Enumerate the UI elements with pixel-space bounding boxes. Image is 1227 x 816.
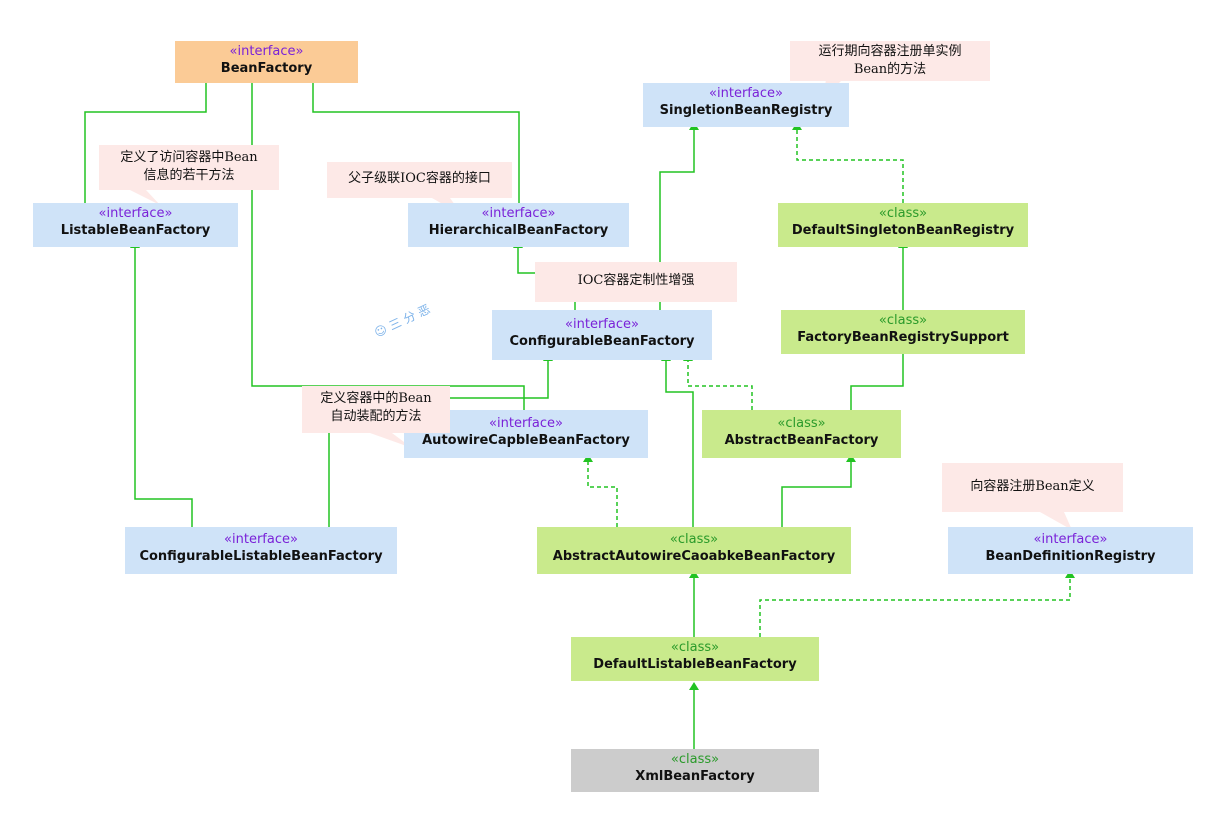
- node-name: DefaultSingletonBeanRegistry: [791, 223, 1015, 238]
- note-line: 信息的若干方法: [143, 168, 235, 183]
- note-line: 自动装配的方法: [330, 409, 422, 424]
- node-name: DefaultListableBeanFactory: [593, 657, 797, 672]
- edge-hierarchical-to-beanfactory: [308, 75, 520, 203]
- note-tail-registry: [1040, 512, 1072, 530]
- node-name: BeanDefinitionRegistry: [985, 549, 1156, 564]
- xml-bean-factory-node: «class» XmlBeanFactory: [571, 749, 819, 792]
- default-singleton-bean-registry-node: «class» DefaultSingletonBeanRegistry: [778, 203, 1028, 247]
- node-name: ConfigurableBeanFactory: [509, 334, 695, 349]
- autowire-capable-bean-factory-node: «interface» AutowireCapbleBeanFactory: [404, 410, 648, 458]
- stereotype-label: «class»: [670, 640, 720, 655]
- edge-defaultsingleton-to-singleton: [792, 122, 904, 203]
- singleton-bean-registry-node: «interface» SingletionBeanRegistry: [643, 83, 849, 127]
- stereotype-label: «interface»: [481, 206, 556, 221]
- stereotype-label: «class»: [878, 313, 928, 328]
- configurable-listable-bean-factory-node: «interface» ConfigurableListableBeanFact…: [125, 527, 397, 574]
- factory-bean-registry-support-node: «class» FactoryBeanRegistrySupport: [781, 310, 1025, 354]
- beanfactory-node: «interface» BeanFactory: [175, 41, 358, 83]
- listable-bean-factory-node: «interface» ListableBeanFactory: [33, 203, 238, 247]
- stereotype-label: «class»: [777, 416, 826, 431]
- edge-abstractautowire-to-abstract: [781, 454, 856, 527]
- stereotype-label: «interface»: [229, 44, 304, 59]
- note-line: 运行期向容器注册单实例: [818, 44, 962, 59]
- stereotype-label: «class»: [669, 532, 719, 547]
- stereotype-label: «interface»: [565, 317, 639, 332]
- edge-configlistable-to-listable: [130, 240, 193, 527]
- edge-abstractautowire-to-autowire: [583, 454, 618, 527]
- stereotype-label: «interface»: [1033, 532, 1108, 547]
- stereotype-label: «interface»: [489, 416, 563, 431]
- abstract-bean-factory-node: «class» AbstractBeanFactory: [702, 410, 901, 458]
- note-line: Bean的方法: [853, 62, 927, 77]
- note-line: 定义容器中的Bean: [320, 391, 432, 406]
- node-name: FactoryBeanRegistrySupport: [797, 330, 1009, 345]
- edge-abstract-to-factorysupport: [850, 346, 908, 410]
- note-line: IOC容器定制性增强: [577, 273, 695, 288]
- note-configurable: IOC容器定制性增强: [535, 262, 737, 302]
- edge-abstract-to-configurable: [683, 353, 753, 410]
- note-line: 父子级联IOC容器的接口: [348, 171, 491, 186]
- abstract-autowire-capable-bean-factory-node: «class» AbstractAutowireCaoabkeBeanFacto…: [537, 527, 851, 574]
- note-line: 定义了访问容器中Bean: [120, 150, 258, 165]
- node-name: ListableBeanFactory: [60, 223, 211, 238]
- edge-abstractautowire-to-configurable: [661, 353, 694, 527]
- node-name: AbstractAutowireCaoabkeBeanFactory: [552, 549, 836, 564]
- note-listable: 定义了访问容器中Bean 信息的若干方法: [99, 145, 279, 190]
- note-autowire: 定义容器中的Bean 自动装配的方法: [302, 386, 450, 433]
- node-name: ConfigurableListableBeanFactory: [139, 549, 383, 564]
- note-hierarchical: 父子级联IOC容器的接口: [327, 162, 512, 198]
- node-name: HierarchicalBeanFactory: [428, 223, 609, 238]
- stereotype-label: «class»: [878, 206, 928, 221]
- configurable-bean-factory-node: «interface» ConfigurableBeanFactory: [492, 310, 712, 360]
- note-bean-definition-registry: 向容器注册Bean定义: [942, 463, 1123, 512]
- edge-configurable-to-singleton: [659, 122, 699, 310]
- note-tail-listable: [130, 190, 160, 205]
- node-name: XmlBeanFactory: [635, 769, 755, 784]
- note-line: 向容器注册Bean定义: [970, 479, 1095, 494]
- node-name: SingletionBeanRegistry: [659, 103, 833, 118]
- stereotype-label: «interface»: [224, 532, 298, 547]
- bean-definition-registry-node: «interface» BeanDefinitionRegistry: [948, 527, 1193, 574]
- edge-listable-to-beanfactory: [84, 75, 211, 203]
- hierarchical-bean-factory-node: «interface» HierarchicalBeanFactory: [408, 203, 629, 247]
- node-name: AbstractBeanFactory: [724, 433, 879, 448]
- node-name: BeanFactory: [220, 61, 313, 76]
- stereotype-label: «class»: [670, 752, 720, 767]
- stereotype-label: «interface»: [98, 206, 173, 221]
- edge-defaultlistable-to-registry: [759, 570, 1075, 637]
- default-listable-bean-factory-node: «class» DefaultListableBeanFactory: [571, 637, 819, 681]
- note-singleton-registry: 运行期向容器注册单实例 Bean的方法: [790, 41, 990, 81]
- stereotype-label: «interface»: [709, 86, 783, 101]
- node-name: AutowireCapbleBeanFactory: [422, 433, 630, 448]
- note-tail-autowire: [370, 433, 412, 448]
